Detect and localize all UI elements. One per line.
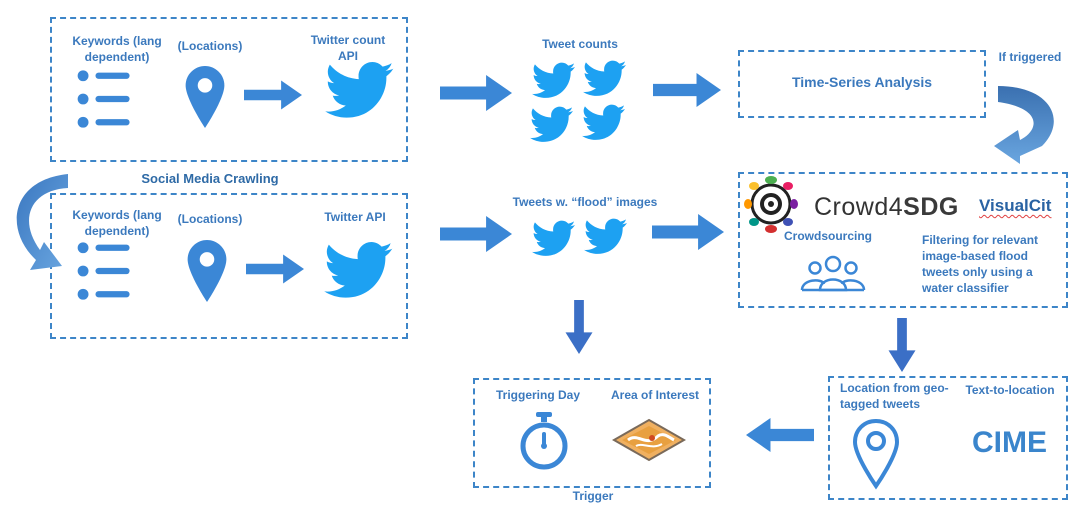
brand-suffix: SDG xyxy=(903,193,959,221)
location-pin-outline-icon xyxy=(852,418,900,490)
location-box xyxy=(828,376,1068,500)
crowdsourcing-label: Crowdsourcing xyxy=(784,229,873,243)
twitter-bird-icon xyxy=(530,106,574,144)
arrow-right-icon xyxy=(648,214,728,250)
bottom-keywords-label: Keywords (lang dependent) xyxy=(72,208,162,238)
social-media-crawling-top-box xyxy=(50,17,408,162)
top-api-label: Twitter count API xyxy=(310,33,386,63)
arrow-down-icon xyxy=(884,318,920,372)
geo-tagged-location-label: Location from geo-tagged tweets xyxy=(840,381,949,411)
twitter-bird-icon xyxy=(532,62,576,100)
tweets-flood-images-label: Tweets w. “flood” images xyxy=(512,195,658,209)
list-icon xyxy=(71,68,137,130)
arrow-left-icon xyxy=(746,418,814,452)
triggering-day-label: Triggering Day xyxy=(495,388,581,402)
twitter-bird-icon xyxy=(583,60,627,98)
cime-logo: CIME xyxy=(972,426,1047,459)
trigger-caption: Trigger xyxy=(572,489,614,503)
if-triggered-label: If triggered xyxy=(998,50,1062,64)
location-pin-icon xyxy=(187,240,227,302)
crowd4sdg-logo-icon xyxy=(744,176,798,233)
brand-prefix: Crowd4 xyxy=(814,193,904,221)
tweet-counts-label: Tweet counts xyxy=(542,37,618,51)
curved-arrow-right-icon xyxy=(994,86,1054,164)
arrow-right-icon xyxy=(433,216,519,252)
arrow-right-icon xyxy=(433,75,519,111)
bottom-api-label: Twitter API xyxy=(324,210,386,224)
arrow-right-icon xyxy=(246,252,304,286)
location-pin-icon xyxy=(185,66,225,128)
twitter-bird-icon xyxy=(532,220,576,258)
arrow-right-icon xyxy=(648,73,726,107)
text-to-location-label: Text-to-location xyxy=(965,383,1055,397)
top-keywords-label: Keywords (lang dependent) xyxy=(72,34,162,64)
time-series-box xyxy=(738,50,986,118)
area-of-interest-label: Area of Interest xyxy=(610,388,700,402)
area-map-icon xyxy=(611,418,687,462)
twitter-bird-icon xyxy=(324,242,394,300)
stopwatch-icon xyxy=(520,412,568,470)
twitter-bird-icon xyxy=(582,104,626,142)
twitter-bird-icon xyxy=(584,218,628,256)
arrow-right-icon xyxy=(244,78,302,112)
curved-arrow-left-icon xyxy=(16,174,68,270)
visualcit-logo: VisualCit xyxy=(979,196,1052,215)
trigger-box xyxy=(473,378,711,488)
bottom-locations-label: (Locations) xyxy=(177,212,243,226)
social-media-crawling-caption: Social Media Crawling xyxy=(141,171,279,186)
people-group-icon xyxy=(800,255,866,292)
filtering-description: Filtering for relevant image-based flood… xyxy=(922,233,1039,295)
twitter-bird-icon xyxy=(325,62,395,120)
time-series-label: Time-Series Analysis xyxy=(791,74,933,90)
crowd4sdg-brand: Crowd4SDG xyxy=(814,193,959,222)
top-locations-label: (Locations) xyxy=(177,39,243,53)
crowd4sdg-box xyxy=(738,172,1068,308)
list-icon xyxy=(71,240,137,302)
arrow-down-icon xyxy=(559,300,599,354)
